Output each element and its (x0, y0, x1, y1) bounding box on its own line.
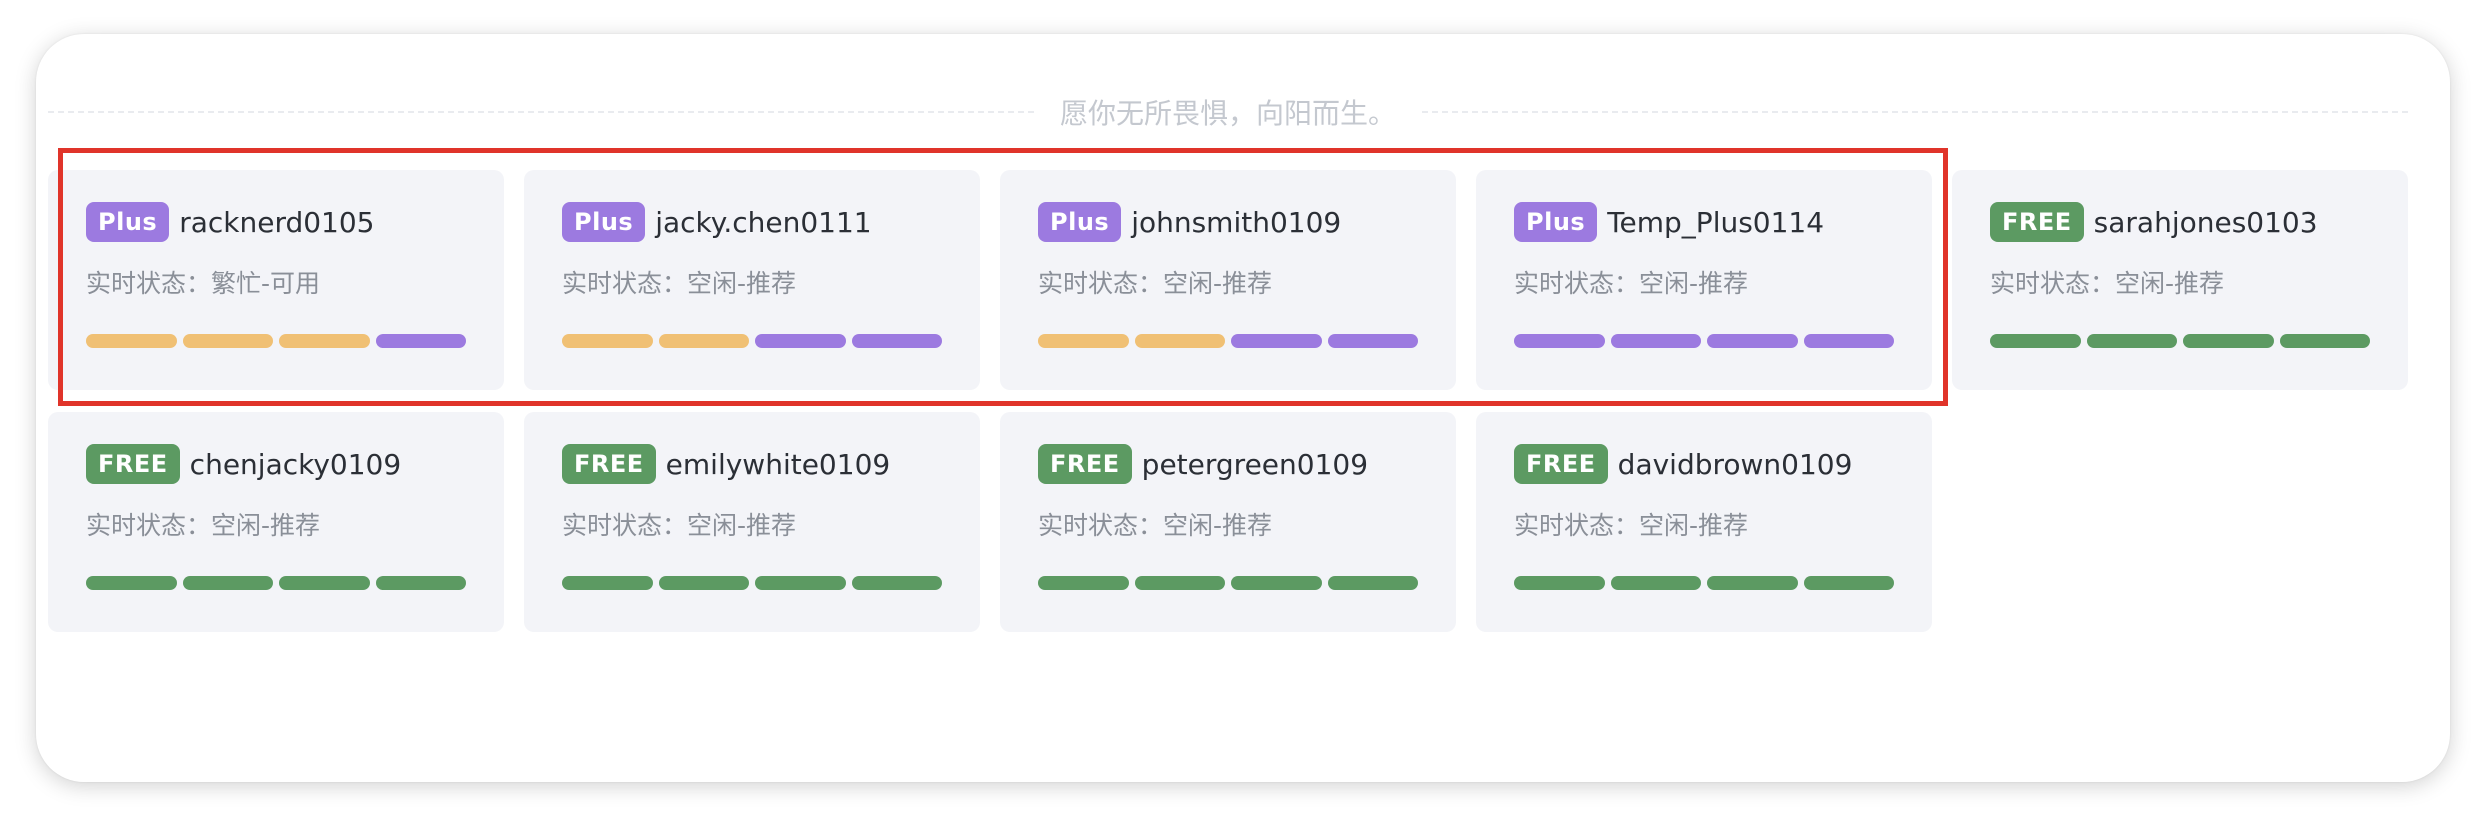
usage-bar-free (1610, 576, 1701, 590)
account-card-header: Plus racknerd0105 (86, 202, 466, 242)
usage-bar-free (1803, 576, 1894, 590)
account-status: 实时状态：空闲-推荐 (562, 511, 797, 540)
usage-bars (1038, 576, 1418, 590)
account-grid: Plus racknerd0105 实时状态：繁忙-可用 Plus jacky.chen… (48, 170, 2408, 632)
usage-bars (86, 576, 466, 590)
account-card-header: FREE chenjacky0109 (86, 444, 466, 484)
usage-bar-free (86, 576, 177, 590)
usage-bar-plus (851, 334, 942, 348)
divider-line-right (1422, 111, 2409, 113)
motto-text: 愿你无所畏惧，向阳而生。 (1060, 97, 1397, 130)
usage-bar-free (1514, 576, 1605, 590)
account-card-header: Plus johnsmith0109 (1038, 202, 1418, 242)
usage-bar-free (658, 576, 749, 590)
account-name: Temp_Plus0114 (1607, 205, 1825, 239)
account-status: 实时状态：空闲-推荐 (1514, 269, 1749, 298)
account-card[interactable]: FREE emilywhite0109 实时状态：空闲-推荐 (524, 412, 980, 632)
usage-bars (562, 576, 942, 590)
usage-bar-plus (755, 334, 846, 348)
usage-bar-busy (279, 334, 370, 348)
account-card[interactable]: Plus johnsmith0109 实时状态：空闲-推荐 (1000, 170, 1456, 390)
usage-bar-plus (1610, 334, 1701, 348)
account-status: 实时状态：空闲-推荐 (86, 511, 321, 540)
usage-bars (1990, 334, 2370, 348)
account-card[interactable]: FREE sarahjones0103 实时状态：空闲-推荐 (1952, 170, 2408, 390)
usage-bar-free (279, 576, 370, 590)
usage-bar-free (1990, 334, 2081, 348)
account-name: sarahjones0103 (2093, 205, 2318, 239)
account-card[interactable]: Plus jacky.chen0111 实时状态：空闲-推荐 (524, 170, 980, 390)
account-status: 实时状态：空闲-推荐 (1990, 269, 2225, 298)
account-card[interactable]: Plus racknerd0105 实时状态：繁忙-可用 (48, 170, 504, 390)
account-card[interactable]: FREE davidbrown0109 实时状态：空闲-推荐 (1476, 412, 1932, 632)
account-name: johnsmith0109 (1131, 205, 1342, 239)
plus-badge: Plus (86, 202, 170, 242)
usage-bar-free (1231, 576, 1322, 590)
usage-bars (562, 334, 942, 348)
usage-bar-busy (562, 334, 653, 348)
motto-divider: 愿你无所畏惧，向阳而生。 (48, 96, 2409, 130)
usage-bar-busy (1038, 334, 1129, 348)
account-name: davidbrown0109 (1617, 447, 1853, 481)
plus-badge: Plus (1514, 202, 1598, 242)
usage-bar-plus (1803, 334, 1894, 348)
account-card[interactable]: FREE petergreen0109 实时状态：空闲-推荐 (1000, 412, 1456, 632)
account-status: 实时状态：空闲-推荐 (1514, 511, 1749, 540)
account-status: 实时状态：空闲-推荐 (1038, 269, 1273, 298)
free-badge: FREE (1038, 444, 1132, 484)
account-card[interactable]: FREE chenjacky0109 实时状态：空闲-推荐 (48, 412, 504, 632)
account-card-header: Plus Temp_Plus0114 (1514, 202, 1894, 242)
usage-bar-plus (1514, 334, 1605, 348)
usage-bar-busy (182, 334, 273, 348)
usage-bar-free (851, 576, 942, 590)
usage-bar-free (1038, 576, 1129, 590)
divider-line-left (48, 111, 1034, 113)
usage-bar-plus (375, 334, 466, 348)
account-name: petergreen0109 (1141, 447, 1369, 481)
free-badge: FREE (1990, 202, 2084, 242)
usage-bar-free (562, 576, 653, 590)
account-card-header: FREE emilywhite0109 (562, 444, 942, 484)
usage-bar-busy (658, 334, 749, 348)
account-name: emilywhite0109 (665, 447, 891, 481)
usage-bar-free (2279, 334, 2370, 348)
usage-bar-free (1327, 576, 1418, 590)
usage-bar-busy (86, 334, 177, 348)
plus-badge: Plus (562, 202, 646, 242)
account-name: racknerd0105 (179, 205, 375, 239)
account-name: chenjacky0109 (189, 447, 402, 481)
usage-bar-free (375, 576, 466, 590)
account-card-header: FREE sarahjones0103 (1990, 202, 2370, 242)
account-status: 实时状态：空闲-推荐 (1038, 511, 1273, 540)
free-badge: FREE (86, 444, 180, 484)
usage-bar-plus (1231, 334, 1322, 348)
usage-bar-plus (1707, 334, 1798, 348)
free-badge: FREE (1514, 444, 1608, 484)
usage-bar-free (1707, 576, 1798, 590)
account-status: 实时状态：繁忙-可用 (86, 269, 321, 298)
usage-bar-plus (1327, 334, 1418, 348)
free-badge: FREE (562, 444, 656, 484)
usage-bars (1514, 334, 1894, 348)
usage-bar-free (182, 576, 273, 590)
usage-bars (1514, 576, 1894, 590)
usage-bars (1038, 334, 1418, 348)
account-card-header: FREE petergreen0109 (1038, 444, 1418, 484)
account-card[interactable]: Plus Temp_Plus0114 实时状态：空闲-推荐 (1476, 170, 1932, 390)
plus-badge: Plus (1038, 202, 1122, 242)
account-card-header: FREE davidbrown0109 (1514, 444, 1894, 484)
usage-bar-free (755, 576, 846, 590)
usage-bar-free (2086, 334, 2177, 348)
usage-bar-free (2183, 334, 2274, 348)
account-card-header: Plus jacky.chen0111 (562, 202, 942, 242)
account-status: 实时状态：空闲-推荐 (562, 269, 797, 298)
usage-bars (86, 334, 466, 348)
usage-bar-free (1134, 576, 1225, 590)
account-name: jacky.chen0111 (655, 205, 872, 239)
usage-bar-busy (1134, 334, 1225, 348)
